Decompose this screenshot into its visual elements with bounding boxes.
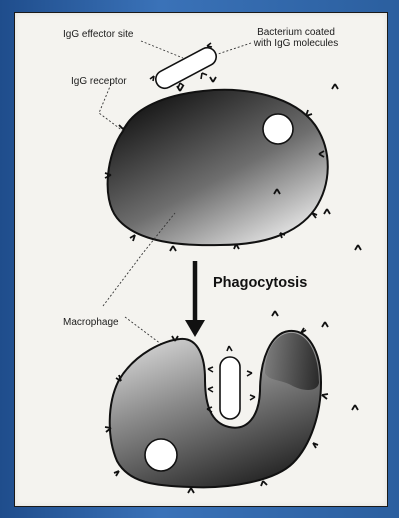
free-receptor-2 (324, 209, 330, 214)
receptor-bottom-4 (188, 488, 194, 493)
leader-igg-receptor (99, 84, 123, 131)
leader-igg-effector (141, 41, 183, 58)
free-receptor-3 (355, 245, 361, 250)
label-bacterium-coated: Bacterium coated with IgG molecules (237, 27, 355, 49)
free-receptor-7 (272, 311, 278, 316)
receptor-top-10 (130, 235, 135, 241)
label-igg-effector-site: IgG effector site (63, 29, 133, 40)
igg-bound-bottom-4 (247, 371, 252, 376)
igg-bound-bottom-1 (208, 367, 213, 372)
bacterium-engulfed (220, 357, 240, 419)
igg-bound-bottom-2 (208, 387, 213, 392)
receptor-bottom-8 (301, 328, 306, 333)
receptor-bottom-1 (116, 375, 121, 381)
bacterium-rod-top (153, 45, 220, 92)
receptor-bottom-3 (114, 471, 119, 476)
igg-bound-top-2 (201, 73, 207, 79)
macrophage-after (105, 311, 358, 493)
label-igg-receptor: IgG receptor (71, 76, 127, 87)
label-bacterium-coated-line1: Bacterium coated (237, 27, 355, 38)
arrow-head (185, 320, 205, 337)
process-arrow (185, 261, 205, 337)
igg-on-bacterium-1 (150, 76, 154, 81)
macrophage-body-top (108, 90, 328, 245)
label-bacterium-coated-line2: with IgG molecules (237, 38, 355, 49)
receptor-bottom-5 (261, 481, 267, 486)
nucleus-bottom (145, 439, 177, 471)
free-receptor-5 (322, 322, 328, 327)
figure-panel: IgG effector site Bacterium coated with … (14, 12, 388, 507)
receptor-top-9 (170, 246, 176, 251)
macrophage-before (99, 41, 361, 347)
receptor-bottom-7 (322, 394, 328, 399)
receptor-top-3 (210, 77, 216, 82)
igg-bound-bottom-5 (250, 395, 255, 400)
igg-bound-bottom-6 (227, 346, 232, 351)
free-receptor-1 (332, 84, 338, 89)
leader-macrophage-bottom (125, 317, 165, 347)
igg-on-bacterium-2 (207, 43, 212, 47)
receptor-bottom-6 (313, 443, 318, 448)
receptor-top-4 (306, 110, 312, 116)
label-phagocytosis: Phagocytosis (213, 275, 307, 291)
nucleus-top (263, 114, 293, 144)
bacterium-top (150, 43, 219, 91)
label-macrophage: Macrophage (63, 317, 119, 328)
free-receptor-6 (352, 405, 358, 410)
receptor-top-6 (312, 213, 317, 218)
